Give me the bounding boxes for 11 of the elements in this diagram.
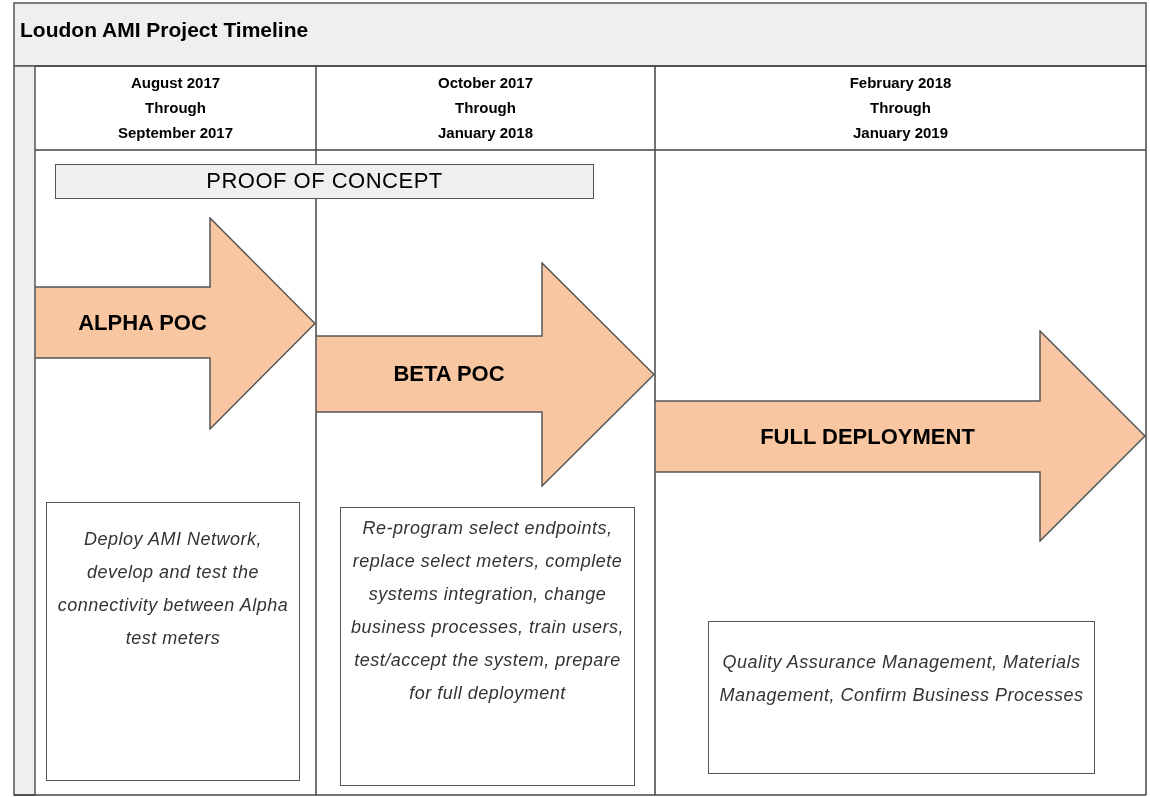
phase-bar: PROOF OF CONCEPT <box>55 164 594 199</box>
description-box: Quality Assurance Management, Materials Management, Confirm Business Processes <box>708 621 1095 774</box>
phase-block: FULL DEPLOYMENT <box>655 330 1146 542</box>
description-box: Deploy AMI Network, develop and test the connectivity between Alpha test meters <box>46 502 300 781</box>
column-header: February 2018 Through January 2019 <box>848 73 953 143</box>
column-header: August 2017 Through September 2017 <box>116 73 235 143</box>
phase-block: BETA POC <box>316 262 655 487</box>
column-header: October 2017 Through January 2018 <box>436 73 535 143</box>
phase-block: ALPHA POC <box>35 217 316 430</box>
description-box: Re-program select endpoints, replace select meters, complete systems integration, change business processes, train users, test/accept the system, prepare for full deployment <box>340 507 635 786</box>
diagram-title: Loudon AMI Project Timeline <box>20 18 309 42</box>
